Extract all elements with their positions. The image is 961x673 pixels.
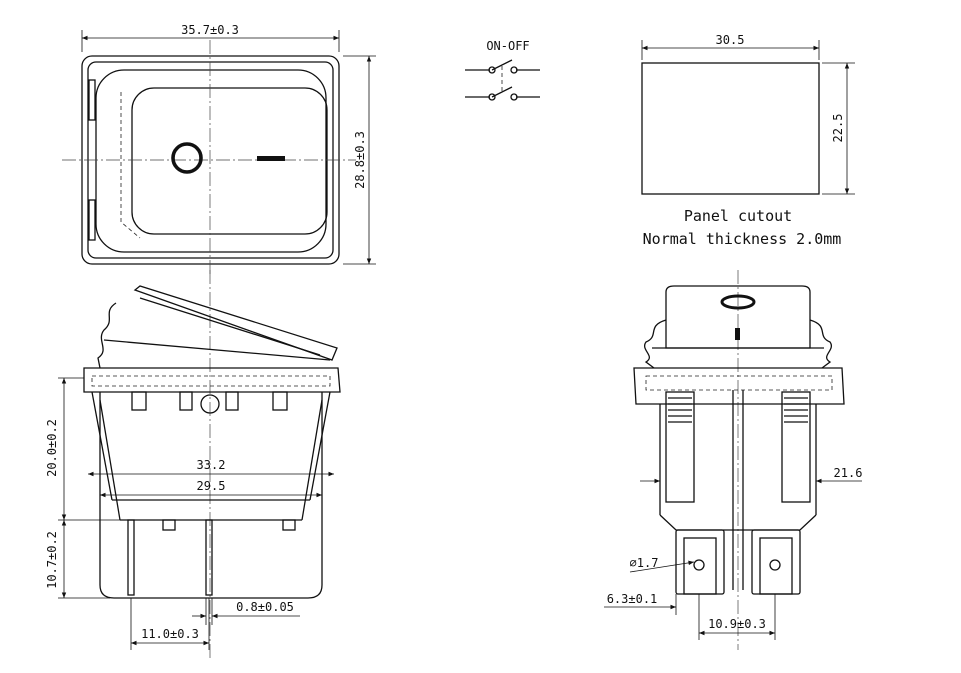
top-view: 35.7±0.3 28.8±0.3 (62, 23, 376, 276)
terminal-spacing-end-label: 10.9±0.3 (708, 617, 766, 631)
switch-symbol: ON-OFF (465, 39, 540, 101)
side-depth-lower-label: 10.7±0.2 (45, 531, 59, 589)
side-depth-upper-label: 20.0±0.2 (45, 419, 59, 477)
terminal-thickness-label: 0.8±0.05 (236, 600, 294, 614)
cutout-width-label: 30.5 (716, 33, 745, 47)
cutout-title: Panel cutout (684, 207, 792, 225)
terminal-width-label: 6.3±0.1 (607, 592, 658, 606)
cutout-height-label: 22.5 (831, 114, 845, 143)
terminal-spacing-side-label: 11.0±0.3 (141, 627, 199, 641)
cutout-note: Normal thickness 2.0mm (643, 230, 842, 248)
front-width-label: 35.7±0.3 (181, 23, 239, 37)
off-indicator-bar (257, 156, 285, 161)
switch-type-label: ON-OFF (486, 39, 529, 53)
inner-width-label: 21.6 (834, 466, 863, 480)
width-33-2-label: 33.2 (197, 458, 226, 472)
panel-cutout: 30.5 22.5 Panel cutout Normal thickness … (641, 33, 855, 248)
side-view: 33.2 29.5 20.0±0.2 10.7±0.2 0.8±0.05 11.… (45, 270, 341, 660)
front-height-label: 28.8±0.3 (353, 131, 367, 189)
on-indicator-circle (171, 142, 203, 174)
width-29-5-label: 29.5 (197, 479, 226, 493)
hole-diameter-label: ⌀1.7 (630, 556, 659, 570)
end-view: 21.6 ⌀1.7 6.3±0.1 10.9±0.3 (604, 270, 862, 650)
